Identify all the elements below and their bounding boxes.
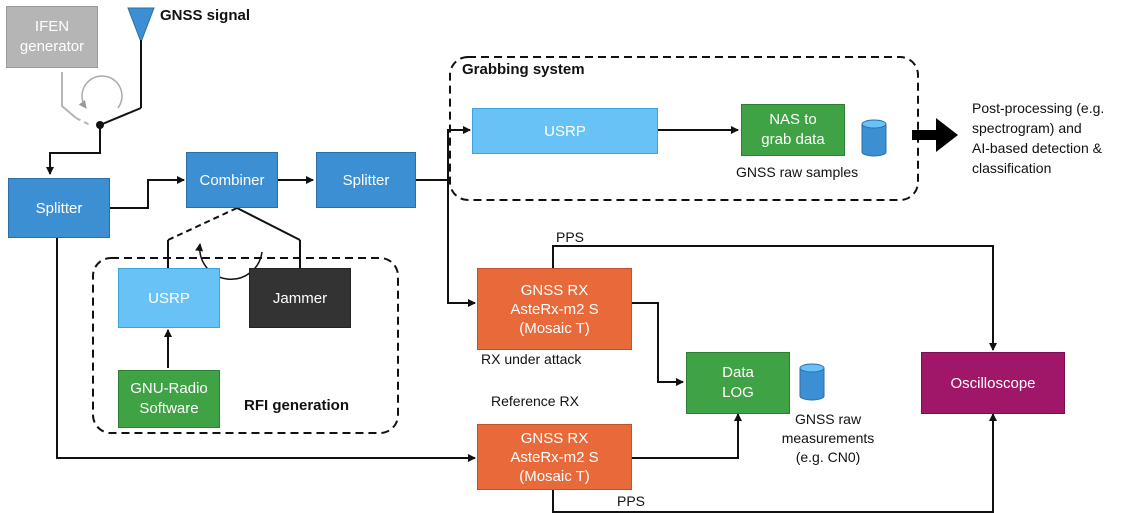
reference-rx-label: Reference RX bbox=[491, 393, 579, 409]
nas-grab-data: NAS to grab data bbox=[741, 104, 845, 156]
rx-under-attack-label: RX under attack bbox=[481, 351, 582, 367]
usrp-rfi: USRP bbox=[118, 268, 220, 328]
jammer: Jammer bbox=[249, 268, 351, 328]
switch-arrow bbox=[195, 243, 263, 281]
rfi-generation-group bbox=[92, 257, 399, 434]
usrp-grab: USRP bbox=[472, 108, 658, 154]
gnu-radio-software: GNU-Radio Software bbox=[118, 370, 220, 428]
gnss-rx-reference: GNSS RX AsteRx-m2 S (Mosaic T) bbox=[477, 424, 632, 490]
gnss-raw-measurements-label: GNSS raw measurements (e.g. CN0) bbox=[781, 411, 875, 465]
splitter-mid: Splitter bbox=[316, 152, 416, 208]
pps-top-label: PPS bbox=[556, 229, 585, 245]
grabbing-system-title: Grabbing system bbox=[462, 61, 585, 78]
data-log: Data LOG bbox=[686, 352, 790, 414]
ifen-generator: IFEN generator bbox=[6, 6, 98, 68]
gnss-rx-under-attack: GNSS RX AsteRx-m2 S (Mosaic T) bbox=[477, 268, 632, 350]
antenna-icon bbox=[127, 7, 155, 44]
gnss-signal-label: GNSS signal bbox=[160, 7, 251, 24]
combiner: Combiner bbox=[186, 152, 278, 208]
pps-bottom-label: PPS bbox=[617, 493, 646, 509]
switch-arrow-gray bbox=[78, 75, 123, 109]
post-processing-label: Post-processing (e.g. spectrogram) and A… bbox=[972, 100, 1105, 176]
splitter-left: Splitter bbox=[8, 178, 110, 238]
database-icon-log bbox=[799, 363, 825, 401]
gnss-raw-samples-label: GNSS raw samples bbox=[736, 164, 859, 180]
output-arrow-icon bbox=[912, 118, 958, 152]
oscilloscope: Oscilloscope bbox=[921, 352, 1065, 414]
rfi-generation-title: RFI generation bbox=[244, 397, 350, 414]
database-icon-grab bbox=[861, 119, 887, 157]
grabbing-system-group bbox=[449, 56, 919, 201]
